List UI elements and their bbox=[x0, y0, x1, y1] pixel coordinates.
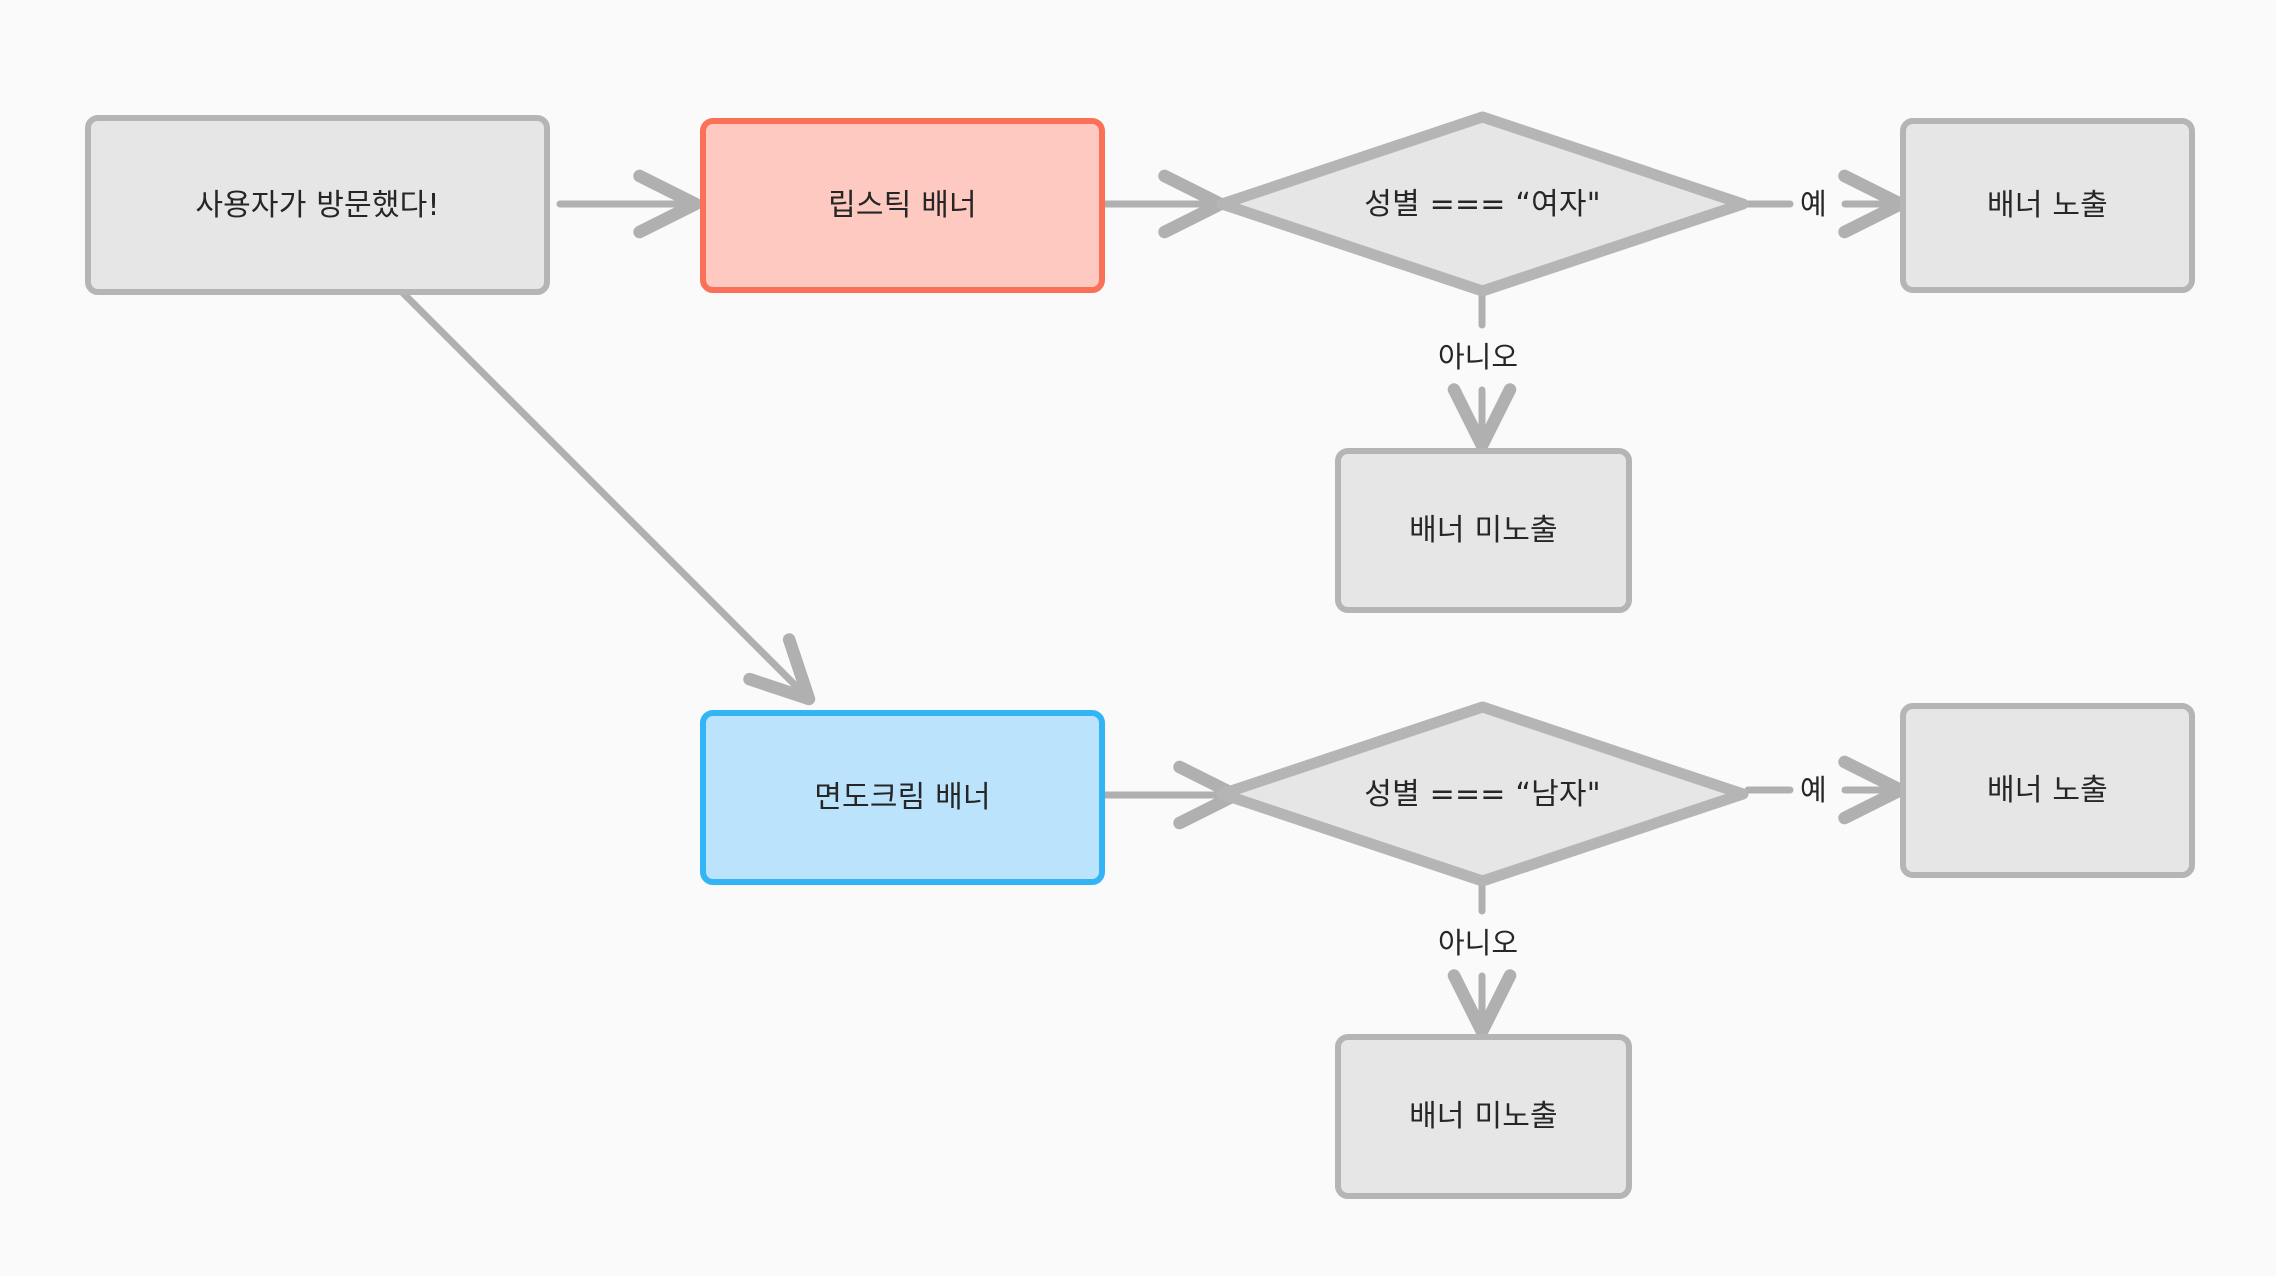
node-show-banner-1[interactable]: 배너 노출 bbox=[1900, 118, 2195, 293]
node-start[interactable]: 사용자가 방문했다! bbox=[85, 115, 550, 295]
edge-label-yes-male: 예 bbox=[1800, 773, 1827, 807]
edge-label-no-male: 아니오 bbox=[1438, 926, 1519, 960]
edge-label-no-female: 아니오 bbox=[1438, 340, 1519, 374]
node-condition-male[interactable]: 성별 === “남자" bbox=[1215, 700, 1750, 888]
node-condition-female[interactable]: 성별 === “여자" bbox=[1215, 110, 1750, 298]
node-show-banner-2[interactable]: 배너 노출 bbox=[1900, 703, 2195, 878]
node-show-banner-1-label: 배너 노출 bbox=[1987, 188, 2108, 223]
node-lipstick-banner[interactable]: 립스틱 배너 bbox=[700, 118, 1105, 293]
node-condition-female-label: 성별 === “여자" bbox=[1364, 186, 1601, 222]
node-show-banner-2-label: 배너 노출 bbox=[1987, 773, 2108, 808]
node-lipstick-banner-label: 립스틱 배너 bbox=[828, 188, 977, 223]
node-hide-banner-1-label: 배너 미노출 bbox=[1409, 513, 1558, 548]
node-start-label: 사용자가 방문했다! bbox=[195, 187, 440, 223]
edge-start-to-shavecream bbox=[396, 286, 816, 706]
node-shavecream-banner-label: 면도크림 배너 bbox=[814, 780, 991, 815]
node-hide-banner-1[interactable]: 배너 미노출 bbox=[1335, 448, 1632, 613]
node-hide-banner-2-label: 배너 미노출 bbox=[1409, 1099, 1558, 1134]
edge-label-yes-female: 예 bbox=[1800, 187, 1827, 221]
node-shavecream-banner[interactable]: 면도크림 배너 bbox=[700, 710, 1105, 885]
node-condition-male-label: 성별 === “남자" bbox=[1364, 776, 1601, 812]
node-hide-banner-2[interactable]: 배너 미노출 bbox=[1335, 1034, 1632, 1199]
